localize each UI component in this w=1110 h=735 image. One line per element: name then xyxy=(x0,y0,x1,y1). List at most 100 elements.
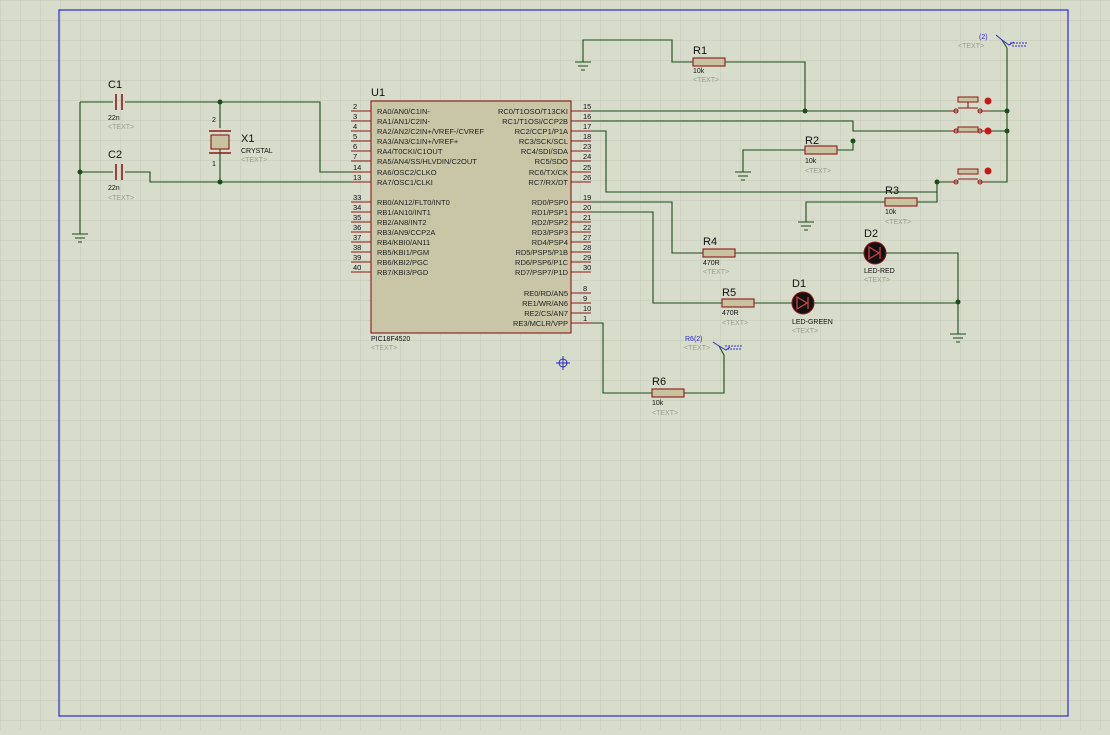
pushbutton-3[interactable] xyxy=(950,167,992,185)
mcu-pin-number: 28 xyxy=(583,243,591,252)
mcu-pin-label: RE2/CS/AN7 xyxy=(524,309,568,318)
mcu-pin-number: 27 xyxy=(583,233,591,242)
mcu-pin-label: RD4/PSP4 xyxy=(532,238,568,247)
ground-icon xyxy=(72,233,88,243)
led-d1[interactable]: D1 LED-GREEN <TEXT> xyxy=(791,278,833,335)
r4-ref: R4 xyxy=(703,236,717,248)
mcu-pin-number: 29 xyxy=(583,253,591,262)
x1-value: CRYSTAL xyxy=(241,148,273,155)
r1-placeholder: <TEXT> xyxy=(693,77,719,84)
mcu-pin-label: RC4/SDI/SDA xyxy=(521,147,568,156)
mcu-left-pins: 2RA0/AN0/C1IN-3RA1/AN1/C2IN-4RA2/AN2/C2I… xyxy=(351,102,484,277)
mcu-pin-label: RB7/KBI3/PGD xyxy=(377,268,429,277)
mcu-pin-number: 2 xyxy=(353,102,357,111)
mcu-pin-number: 39 xyxy=(353,253,361,262)
c1-placeholder: <TEXT> xyxy=(108,124,134,131)
c2-placeholder: <TEXT> xyxy=(108,195,134,202)
mcu-pin-number: 9 xyxy=(583,294,587,303)
mcu-pin-label: RA0/AN0/C1IN- xyxy=(377,107,430,116)
mcu-pin-number: 33 xyxy=(353,193,361,202)
capacitor-c2[interactable]: C2 22n <TEXT> xyxy=(108,149,134,202)
mcu-pin-label: RE3/MCLR/VPP xyxy=(513,319,568,328)
power-terminal-label: (2) xyxy=(979,34,988,41)
mcu-pin-label: RD6/PSP6/P1C xyxy=(515,258,569,267)
r6-value: 10k xyxy=(652,400,664,407)
c1-value: 22n xyxy=(108,115,120,122)
r6-placeholder: <TEXT> xyxy=(652,410,678,417)
wires xyxy=(79,39,1008,394)
power-terminal-placeholder: <TEXT> xyxy=(958,43,984,50)
resistor-r5[interactable]: R5 470R <TEXT> xyxy=(721,287,755,327)
origin-marker-icon xyxy=(556,356,570,370)
mcu-pin-label: RE1/WR/AN6 xyxy=(522,299,568,308)
ground-icon xyxy=(735,171,751,181)
d1-ref: D1 xyxy=(792,278,806,290)
mcu-ref: U1 xyxy=(371,87,385,99)
capacitor-c1[interactable]: C1 22n <TEXT> xyxy=(108,79,134,131)
r2-value: 10k xyxy=(805,158,817,165)
mcu-pin-number: 40 xyxy=(353,263,361,272)
mcu-pin-number: 17 xyxy=(583,122,591,131)
ground-icon xyxy=(575,61,591,71)
mcu-pin-label: RC0/T1OSO/T13CKI xyxy=(498,107,568,116)
crystal-x1[interactable]: 2 1 X1 CRYSTAL <TEXT> xyxy=(209,117,273,168)
resistor-r1[interactable]: R1 10k <TEXT> xyxy=(692,45,726,84)
r6-terminal-label: R6(2) xyxy=(685,336,703,343)
mcu-pin-label: RB2/AN8/INT2 xyxy=(377,218,427,227)
d2-ref: D2 xyxy=(864,228,878,240)
mcu-pin-label: RD3/PSP3 xyxy=(532,228,568,237)
x1-ref: X1 xyxy=(241,133,254,145)
mcu-pin-label: RD2/PSP2 xyxy=(532,218,568,227)
mcu-pin-label: RB5/KBI1/PGM xyxy=(377,248,429,257)
ground-icon xyxy=(798,221,814,231)
r6-terminal[interactable]: R6(2) <TEXT> xyxy=(684,336,743,352)
mcu-pin-label: RC3/SCK/SCL xyxy=(519,137,568,146)
r3-value: 10k xyxy=(885,209,897,216)
mcu-pin-number: 1 xyxy=(583,314,587,323)
r3-ref: R3 xyxy=(885,185,899,197)
mcu-pin-number: 4 xyxy=(353,122,357,131)
mcu-pin-number: 8 xyxy=(583,284,587,293)
mcu-pin-label: RA4/T0CKI/C1OUT xyxy=(377,147,443,156)
x1-pin-bottom: 1 xyxy=(212,161,216,168)
mcu-pin-number: 26 xyxy=(583,173,591,182)
mcu-u1[interactable]: U1 PIC18F4520 <TEXT> 2RA0/AN0/C1IN-3RA1/… xyxy=(351,87,591,352)
mcu-pin-number: 10 xyxy=(583,304,591,313)
mcu-pin-label: RE0/RD/AN5 xyxy=(524,289,568,298)
mcu-pin-label: RC6/TX/CK xyxy=(529,168,568,177)
resistor-r2[interactable]: R2 10k <TEXT> xyxy=(804,135,838,175)
d1-value: LED-GREEN xyxy=(792,319,833,326)
r4-value: 470R xyxy=(703,260,720,267)
mcu-pin-number: 25 xyxy=(583,163,591,172)
resistor-r3[interactable]: R3 10k <TEXT> xyxy=(884,185,918,226)
mcu-pin-label: RC1/T1OSI/CCP2B xyxy=(502,117,568,126)
mcu-pin-label: RB6/KBI2/PGC xyxy=(377,258,429,267)
mcu-pin-number: 36 xyxy=(353,223,361,232)
mcu-pin-number: 16 xyxy=(583,112,591,121)
d2-placeholder: <TEXT> xyxy=(864,277,890,284)
pushbutton-1[interactable] xyxy=(950,96,992,114)
pushbutton-2[interactable] xyxy=(950,126,992,135)
mcu-pin-number: 5 xyxy=(353,132,357,141)
mcu-pin-label: RC7/RX/DT xyxy=(528,178,568,187)
r6-terminal-placeholder: <TEXT> xyxy=(684,345,710,352)
mcu-pin-label: RB0/AN12/FLT0/INT0 xyxy=(377,198,450,207)
mcu-pin-number: 23 xyxy=(583,142,591,151)
mcu-pin-number: 35 xyxy=(353,213,361,222)
mcu-pin-number: 18 xyxy=(583,132,591,141)
mcu-pin-label: RA1/AN1/C2IN- xyxy=(377,117,430,126)
power-terminal[interactable]: (2) <TEXT> xyxy=(958,34,1028,50)
resistor-r4[interactable]: R4 470R <TEXT> xyxy=(702,236,736,276)
mcu-pin-number: 24 xyxy=(583,152,591,161)
mcu-pin-number: 21 xyxy=(583,213,591,222)
x1-placeholder: <TEXT> xyxy=(241,157,267,164)
ground-symbols xyxy=(72,61,966,343)
sheet-border xyxy=(58,9,1069,717)
mcu-pin-label: RB4/KBI0/AN11 xyxy=(377,238,430,247)
led-d2[interactable]: D2 LED-RED <TEXT> xyxy=(863,228,895,284)
mcu-pin-number: 7 xyxy=(353,152,357,161)
junction-dots xyxy=(77,99,1010,305)
resistor-r6[interactable]: R6 10k <TEXT> xyxy=(651,376,685,417)
